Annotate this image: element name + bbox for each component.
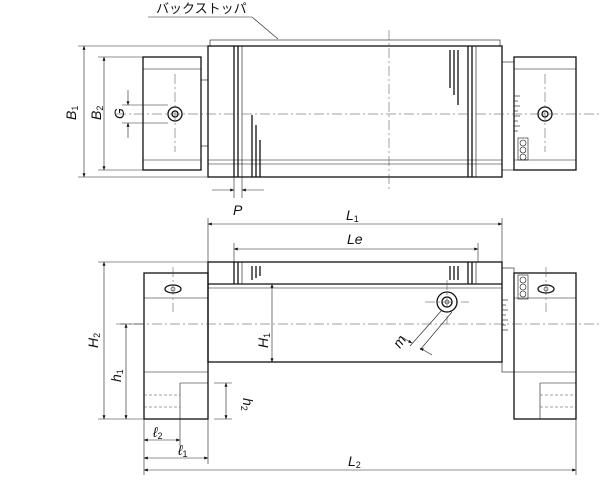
dimension-H2: H2 <box>85 261 208 420</box>
top-left-stripes <box>233 46 261 177</box>
label-B1: B1 <box>63 106 80 120</box>
top-right-stripes <box>449 46 477 177</box>
front-left-stripes <box>233 262 261 284</box>
label-L1: L1 <box>346 207 359 224</box>
label-l1: ℓ1 <box>177 442 188 459</box>
front-right-scale <box>502 299 508 331</box>
dimension-B2: B2 <box>88 56 143 171</box>
label-P: P <box>233 202 243 218</box>
label-L2: L2 <box>348 453 361 470</box>
dimension-Le: Le <box>233 231 479 262</box>
top-right-small-screw-icon <box>519 139 527 161</box>
label-H1: H1 <box>255 333 272 348</box>
front-right-stripes <box>449 262 477 284</box>
label-H2: H2 <box>85 333 102 348</box>
front-view: L1 Le <box>85 207 600 475</box>
label-B2: B2 <box>88 106 105 120</box>
top-right-scale <box>514 95 520 132</box>
label-h2: h2 <box>239 398 256 411</box>
dimension-H1: H1 <box>255 283 274 363</box>
dimension-P: P <box>212 177 264 218</box>
front-left-block <box>143 272 209 420</box>
back-stopper-strip <box>209 39 501 47</box>
front-right-block <box>513 272 577 420</box>
label-l2: ℓ2 <box>152 424 163 441</box>
label-m: m <box>389 332 409 351</box>
label-G: G <box>111 108 127 119</box>
dimension-l2: ℓ2 <box>143 424 181 442</box>
dimension-B1: B1 <box>63 45 208 178</box>
label-Le: Le <box>347 231 363 247</box>
dimension-h2: h2 <box>214 382 256 420</box>
dimension-m: m <box>389 309 453 356</box>
dimension-G: G <box>111 90 168 138</box>
label-h1: h1 <box>108 369 125 382</box>
front-right-small-screw-icon <box>519 276 527 298</box>
dimension-h1: h1 <box>108 323 144 420</box>
dimension-L1: L1 <box>207 207 503 262</box>
dimension-l1: ℓ1 <box>143 442 209 460</box>
top-view: バックストッパ <box>63 1 600 218</box>
back-stopper-label: バックストッパ <box>156 1 247 16</box>
back-stopper-callout: バックストッパ <box>148 1 279 40</box>
dimension-L2: L2 <box>143 453 577 472</box>
